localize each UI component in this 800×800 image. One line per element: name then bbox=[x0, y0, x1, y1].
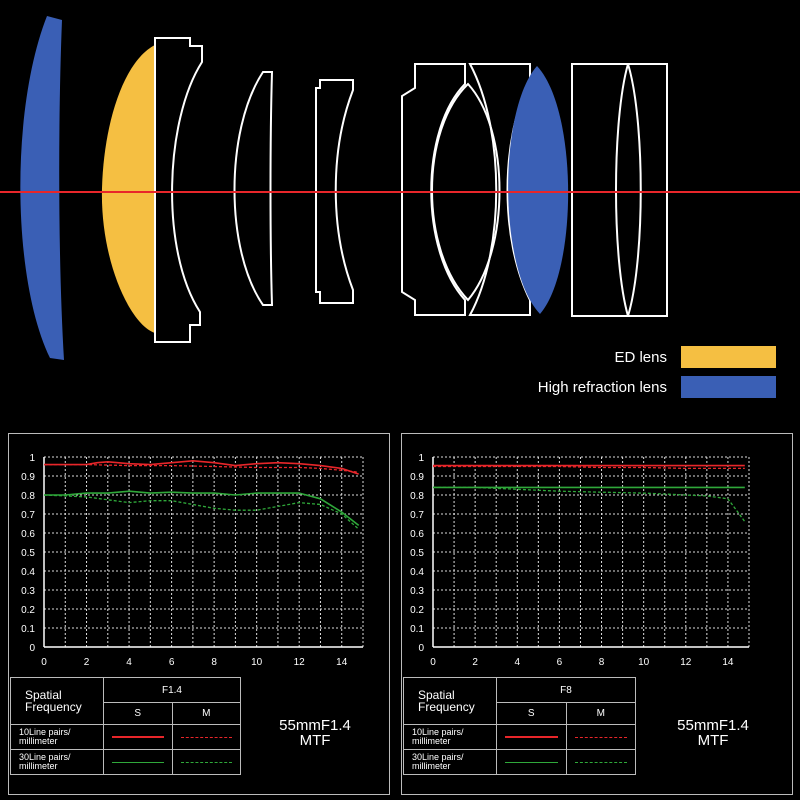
row-10-lp: 10Line pairs/ millimeter bbox=[403, 724, 497, 750]
row-30-lp: 30Line pairs/ millimeter bbox=[403, 749, 497, 775]
series-line bbox=[44, 463, 359, 473]
series-line bbox=[43, 494, 360, 530]
lens-element-3 bbox=[154, 37, 203, 343]
x-tick-label: 0 bbox=[41, 657, 47, 668]
x-tick-label: 2 bbox=[84, 657, 90, 668]
y-tick-label: 0.4 bbox=[21, 567, 35, 578]
column-m: M bbox=[171, 702, 241, 725]
x-tick-label: 8 bbox=[599, 657, 605, 668]
y-tick-label: 0.8 bbox=[21, 491, 35, 502]
x-tick-label: 12 bbox=[294, 657, 306, 668]
lens-element-4 bbox=[233, 71, 274, 306]
lens-element-5 bbox=[315, 79, 354, 304]
sample-green-dashed bbox=[565, 749, 636, 775]
lens-element-2-ed bbox=[101, 45, 155, 333]
sample-green-solid bbox=[496, 749, 567, 775]
y-tick-label: 1 bbox=[29, 453, 35, 464]
column-s: S bbox=[496, 702, 567, 725]
y-tick-label: 0 bbox=[418, 643, 424, 654]
caption-mtf: MTF bbox=[697, 732, 729, 749]
mtf-panel-f8 bbox=[401, 433, 793, 795]
aperture-label: F1.4 bbox=[103, 677, 241, 703]
y-tick-label: 0.5 bbox=[410, 548, 424, 559]
mtf-key-table-f8: Spatial Frequency F8 S M 10Line pairs/ m… bbox=[403, 677, 636, 775]
lens-construction-diagram bbox=[0, 16, 800, 360]
y-tick-label: 1 bbox=[418, 453, 424, 464]
y-tick-label: 0.1 bbox=[21, 624, 35, 635]
y-tick-label: 0.4 bbox=[410, 567, 424, 578]
x-tick-label: 2 bbox=[472, 657, 478, 668]
caption-f14: 55mmF1.4 MTF bbox=[250, 718, 380, 748]
x-tick-label: 0 bbox=[430, 657, 436, 668]
sample-red-solid bbox=[103, 724, 173, 750]
series-line bbox=[44, 490, 360, 527]
x-tick-label: 10 bbox=[251, 657, 263, 668]
x-tick-label: 14 bbox=[336, 657, 348, 668]
caption-f8: 55mmF1.4 MTF bbox=[648, 718, 778, 748]
sample-red-solid bbox=[496, 724, 567, 750]
legend-ed-label: ED lens bbox=[614, 349, 667, 366]
y-tick-label: 0.3 bbox=[21, 586, 35, 597]
series-line bbox=[44, 459, 359, 475]
column-m: M bbox=[565, 702, 636, 725]
lens-element-10 bbox=[571, 63, 630, 317]
spatial-frequency-header: Spatial Frequency bbox=[10, 677, 104, 725]
lens-element-1-high-refraction bbox=[20, 16, 64, 360]
x-tick-label: 8 bbox=[211, 657, 217, 668]
lens-element-9-high-refraction bbox=[508, 66, 569, 314]
row-10-lp: 10Line pairs/ millimeter bbox=[10, 724, 104, 750]
y-tick-label: 0.1 bbox=[410, 624, 424, 635]
x-tick-label: 14 bbox=[722, 657, 734, 668]
x-tick-label: 6 bbox=[557, 657, 563, 668]
y-tick-label: 0.7 bbox=[410, 510, 424, 521]
sample-red-dashed bbox=[171, 724, 241, 750]
row-30-lp: 30Line pairs/ millimeter bbox=[10, 749, 104, 775]
x-tick-label: 6 bbox=[169, 657, 175, 668]
y-tick-label: 0.5 bbox=[21, 548, 35, 559]
mtf-panel-f14 bbox=[8, 433, 390, 795]
x-tick-label: 10 bbox=[638, 657, 650, 668]
legend-high-refraction-swatch bbox=[681, 376, 776, 398]
caption-lens-name: 55mmF1.4 bbox=[279, 717, 351, 734]
y-tick-label: 0 bbox=[29, 643, 35, 654]
legend-high-refraction-label: High refraction lens bbox=[537, 379, 667, 396]
y-tick-label: 0.2 bbox=[21, 605, 35, 616]
x-tick-label: 4 bbox=[514, 657, 520, 668]
y-tick-label: 0.6 bbox=[21, 529, 35, 540]
series-line bbox=[433, 486, 746, 522]
x-tick-label: 4 bbox=[126, 657, 132, 668]
series-line bbox=[433, 465, 745, 470]
lens-element-6 bbox=[401, 63, 466, 316]
x-tick-label: 12 bbox=[680, 657, 692, 668]
spatial-frequency-header: Spatial Frequency bbox=[403, 677, 497, 725]
legend-ed-swatch bbox=[681, 346, 776, 368]
column-s: S bbox=[103, 702, 173, 725]
sample-red-dashed bbox=[565, 724, 636, 750]
y-tick-label: 0.3 bbox=[410, 586, 424, 597]
y-tick-label: 0.9 bbox=[21, 472, 35, 483]
caption-lens-name: 55mmF1.4 bbox=[677, 717, 749, 734]
mtf-key-table-f14: Spatial Frequency F1.4 S M 10Line pairs/… bbox=[10, 677, 241, 775]
y-tick-label: 0.6 bbox=[410, 529, 424, 540]
caption-mtf: MTF bbox=[299, 732, 331, 749]
lens-element-7 bbox=[431, 82, 501, 302]
aperture-label: F8 bbox=[496, 677, 636, 703]
lens-element-11 bbox=[626, 63, 668, 317]
y-tick-label: 0.2 bbox=[410, 605, 424, 616]
sample-green-solid bbox=[103, 749, 173, 775]
y-tick-label: 0.9 bbox=[410, 472, 424, 483]
y-tick-label: 0.8 bbox=[410, 491, 424, 502]
y-tick-label: 0.7 bbox=[21, 510, 35, 521]
sample-green-dashed bbox=[171, 749, 241, 775]
